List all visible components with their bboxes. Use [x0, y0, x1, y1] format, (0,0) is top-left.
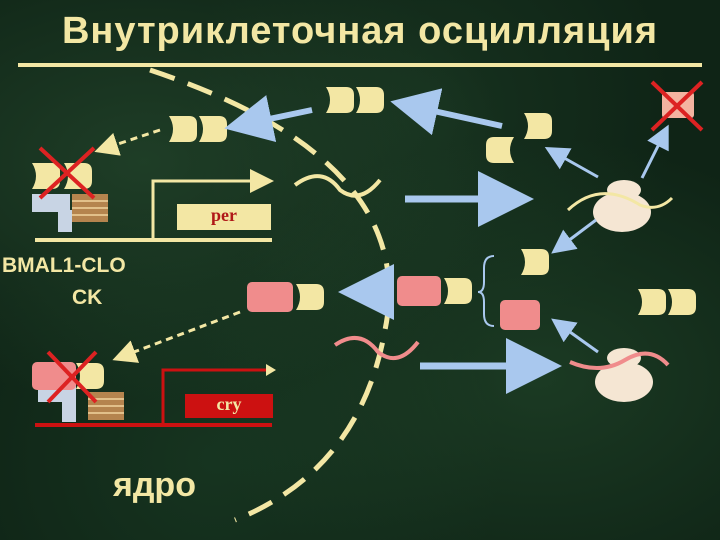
per-protein-free: [524, 113, 552, 139]
degradation-x-icon: [650, 80, 704, 132]
per-dimer-left: [169, 116, 197, 142]
nucleus-label: ядро: [113, 466, 196, 504]
per-mrna-wave: [293, 174, 382, 198]
cry-gene-label: cry: [216, 394, 242, 414]
per-protein-lower: [521, 249, 549, 275]
per-dimer-cyto-right: [356, 87, 384, 113]
per-gene-box: [177, 204, 271, 230]
degradation-arrow: [640, 124, 669, 179]
cry-gene-block: [32, 350, 276, 427]
ribosome-lower: [569, 348, 670, 402]
page-title: Внутриклеточная осцилляция: [61, 10, 659, 52]
cry-protein-free: [500, 300, 540, 330]
cry-complex-pink: [247, 282, 293, 312]
complex-label-line1: BMAL1-CLO: [2, 254, 126, 277]
per-dimer-to-nucleus-arrow: [224, 95, 313, 143]
cry-complex-pacman: [296, 284, 324, 310]
grouping-bracket: [477, 255, 495, 327]
ribosome-upper: [566, 180, 674, 232]
per-dimerization-arrow: [390, 88, 503, 136]
per-inhibit-x-icon: [38, 146, 96, 200]
cry-mrna-wave: [333, 336, 420, 361]
cry-e-box-light-2: [62, 400, 76, 422]
per-dimer-right-lower-a: [638, 289, 666, 315]
translation-arrow-per-lower: [551, 218, 597, 254]
per-gene-label: per: [211, 205, 237, 225]
per-promoter-arrow: [151, 169, 274, 240]
per-gene-block: [32, 146, 274, 242]
cry-import-dashed-arrow: [112, 310, 241, 363]
per-dimer-right-lower-b: [668, 289, 696, 315]
per-import-dashed-arrow: [94, 128, 161, 156]
e-box-block-light: [32, 194, 70, 212]
cry-gene-box: [185, 394, 273, 418]
per-dimer-cyto-left: [326, 87, 354, 113]
per-protein-free-2: [486, 137, 514, 163]
cry-promoter-arrow: [161, 368, 272, 425]
translation-arrow-per: [544, 147, 599, 179]
translation-arrow-cry: [551, 318, 599, 354]
cry-inhibit-x-icon: [46, 350, 98, 404]
e-box-block-light-2: [58, 210, 72, 232]
cry-per-complex-pacman: [444, 278, 472, 304]
per-dimer-right: [199, 116, 227, 142]
complex-label-line2: CK: [72, 286, 103, 309]
cry-per-complex-pink: [397, 276, 441, 306]
title-underline: [18, 63, 702, 67]
